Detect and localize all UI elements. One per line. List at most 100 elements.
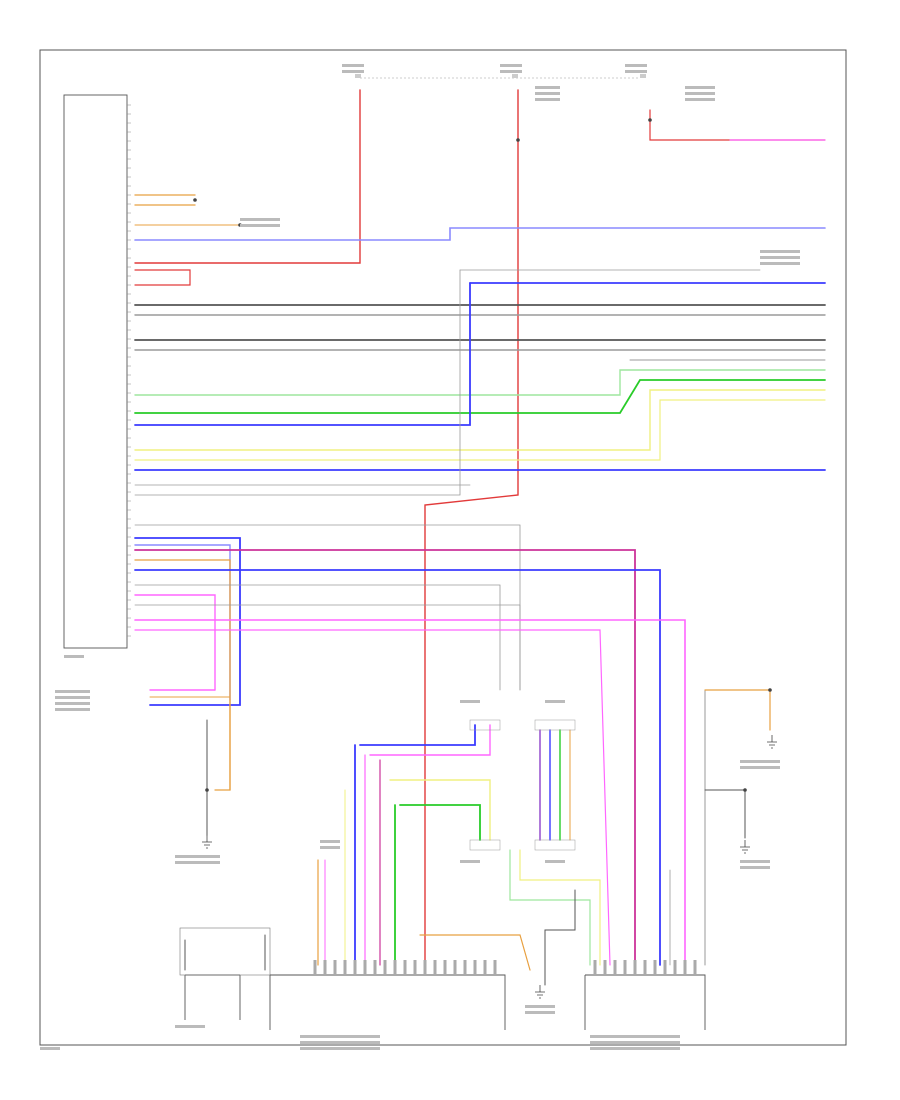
label-mark xyxy=(55,708,90,711)
connector-pin xyxy=(693,960,697,974)
top-fuse-section xyxy=(355,74,646,79)
label-mark xyxy=(40,1047,60,1050)
label-mark xyxy=(535,86,560,89)
label-mark xyxy=(685,92,715,95)
label-mark xyxy=(320,846,340,849)
label-mark xyxy=(545,860,565,863)
wire-green-light-2 xyxy=(509,849,591,966)
wire-yellow-cluster xyxy=(519,849,601,966)
label-mark xyxy=(55,702,90,705)
wire-green-1 xyxy=(134,379,826,414)
label-mark xyxy=(535,98,560,101)
connector-pin xyxy=(683,960,687,974)
connector-pin xyxy=(423,960,427,974)
main-module-box xyxy=(63,94,128,649)
connector-pin xyxy=(453,960,457,974)
wire-blue-light-low xyxy=(134,544,231,701)
wire-gray-bus-6 xyxy=(134,269,461,496)
label-mark xyxy=(342,70,364,73)
connector-pin xyxy=(383,960,387,974)
wire-gray-low-3 xyxy=(134,604,521,691)
connector-pin xyxy=(463,960,467,974)
wire-yellow-center xyxy=(389,779,491,841)
label-mark xyxy=(64,655,84,658)
connector-pin xyxy=(403,960,407,974)
label-mark xyxy=(300,1047,380,1050)
connector-pin xyxy=(493,960,497,974)
label-mark xyxy=(590,1047,680,1050)
splice-dot xyxy=(193,198,197,202)
label-mark xyxy=(760,256,800,259)
label-mark xyxy=(685,98,715,101)
label-mark xyxy=(300,1041,380,1044)
wire-magenta-low xyxy=(134,549,636,966)
connector-pin xyxy=(413,960,417,974)
label-mark xyxy=(175,1025,205,1028)
label-mark xyxy=(740,766,780,769)
label-mark xyxy=(740,866,770,869)
label-mark xyxy=(625,70,647,73)
label-mark xyxy=(460,700,480,703)
connector-pin xyxy=(473,960,477,974)
wire-gray-low-2 xyxy=(134,584,501,691)
label-mark xyxy=(760,262,800,265)
wire-blue-low-1 xyxy=(134,537,241,706)
connector-pin xyxy=(433,960,437,974)
connector-pin xyxy=(673,960,677,974)
wire-red-fuse-1 xyxy=(134,89,361,264)
connector-pin xyxy=(623,960,627,974)
label-mark xyxy=(740,760,780,763)
connector-pin xyxy=(313,960,317,974)
wire-green-center xyxy=(399,804,481,841)
wire-red-loop xyxy=(134,269,191,286)
label-mark xyxy=(685,86,715,89)
wire-yellow-1 xyxy=(134,389,826,451)
connector-pin xyxy=(633,960,637,974)
connector-pin xyxy=(393,960,397,974)
wire-pink-low-2 xyxy=(134,619,686,966)
connector-pin xyxy=(363,960,367,974)
wire-pink-low-3 xyxy=(134,629,611,966)
module-pin-ticks xyxy=(127,104,131,637)
wire-pink-low-1 xyxy=(134,594,216,691)
connector-pin xyxy=(373,960,377,974)
connector-pin xyxy=(643,960,647,974)
label-mark xyxy=(590,1041,680,1044)
connector-pin xyxy=(343,960,347,974)
splice-dot xyxy=(768,688,772,692)
label-mark xyxy=(240,218,280,221)
connector-pin xyxy=(653,960,657,974)
label-mark xyxy=(500,64,522,67)
connector-pin xyxy=(613,960,617,974)
label-mark xyxy=(525,1011,555,1014)
wire-yellow-2 xyxy=(134,399,826,461)
label-mark xyxy=(740,860,770,863)
diagram-frame xyxy=(39,49,847,1046)
wire-dark-ground-2 xyxy=(544,889,576,986)
splice-dot xyxy=(516,138,520,142)
connector-pin xyxy=(663,960,667,974)
wire-dark-right xyxy=(704,789,746,839)
label-mark xyxy=(500,70,522,73)
label-mark xyxy=(175,855,220,858)
splice-dot xyxy=(648,118,652,122)
wire-harness xyxy=(134,89,826,986)
label-mark xyxy=(590,1035,680,1038)
connector-pin xyxy=(333,960,337,974)
label-mark xyxy=(175,861,220,864)
label-mark xyxy=(320,840,340,843)
connector-pin xyxy=(483,960,487,974)
wire-orange-right xyxy=(704,689,771,731)
faint-label-marks xyxy=(40,64,800,1050)
wire-pink-center xyxy=(369,724,491,756)
connector-pin xyxy=(353,960,357,974)
label-mark xyxy=(55,696,90,699)
connector-pin xyxy=(593,960,597,974)
label-mark xyxy=(525,1005,555,1008)
wire-blue-bus-2 xyxy=(134,282,471,426)
ground-symbol xyxy=(202,735,777,999)
connector-pin xyxy=(443,960,447,974)
label-mark xyxy=(545,700,565,703)
label-mark xyxy=(535,92,560,95)
wire-antenna xyxy=(184,934,266,971)
